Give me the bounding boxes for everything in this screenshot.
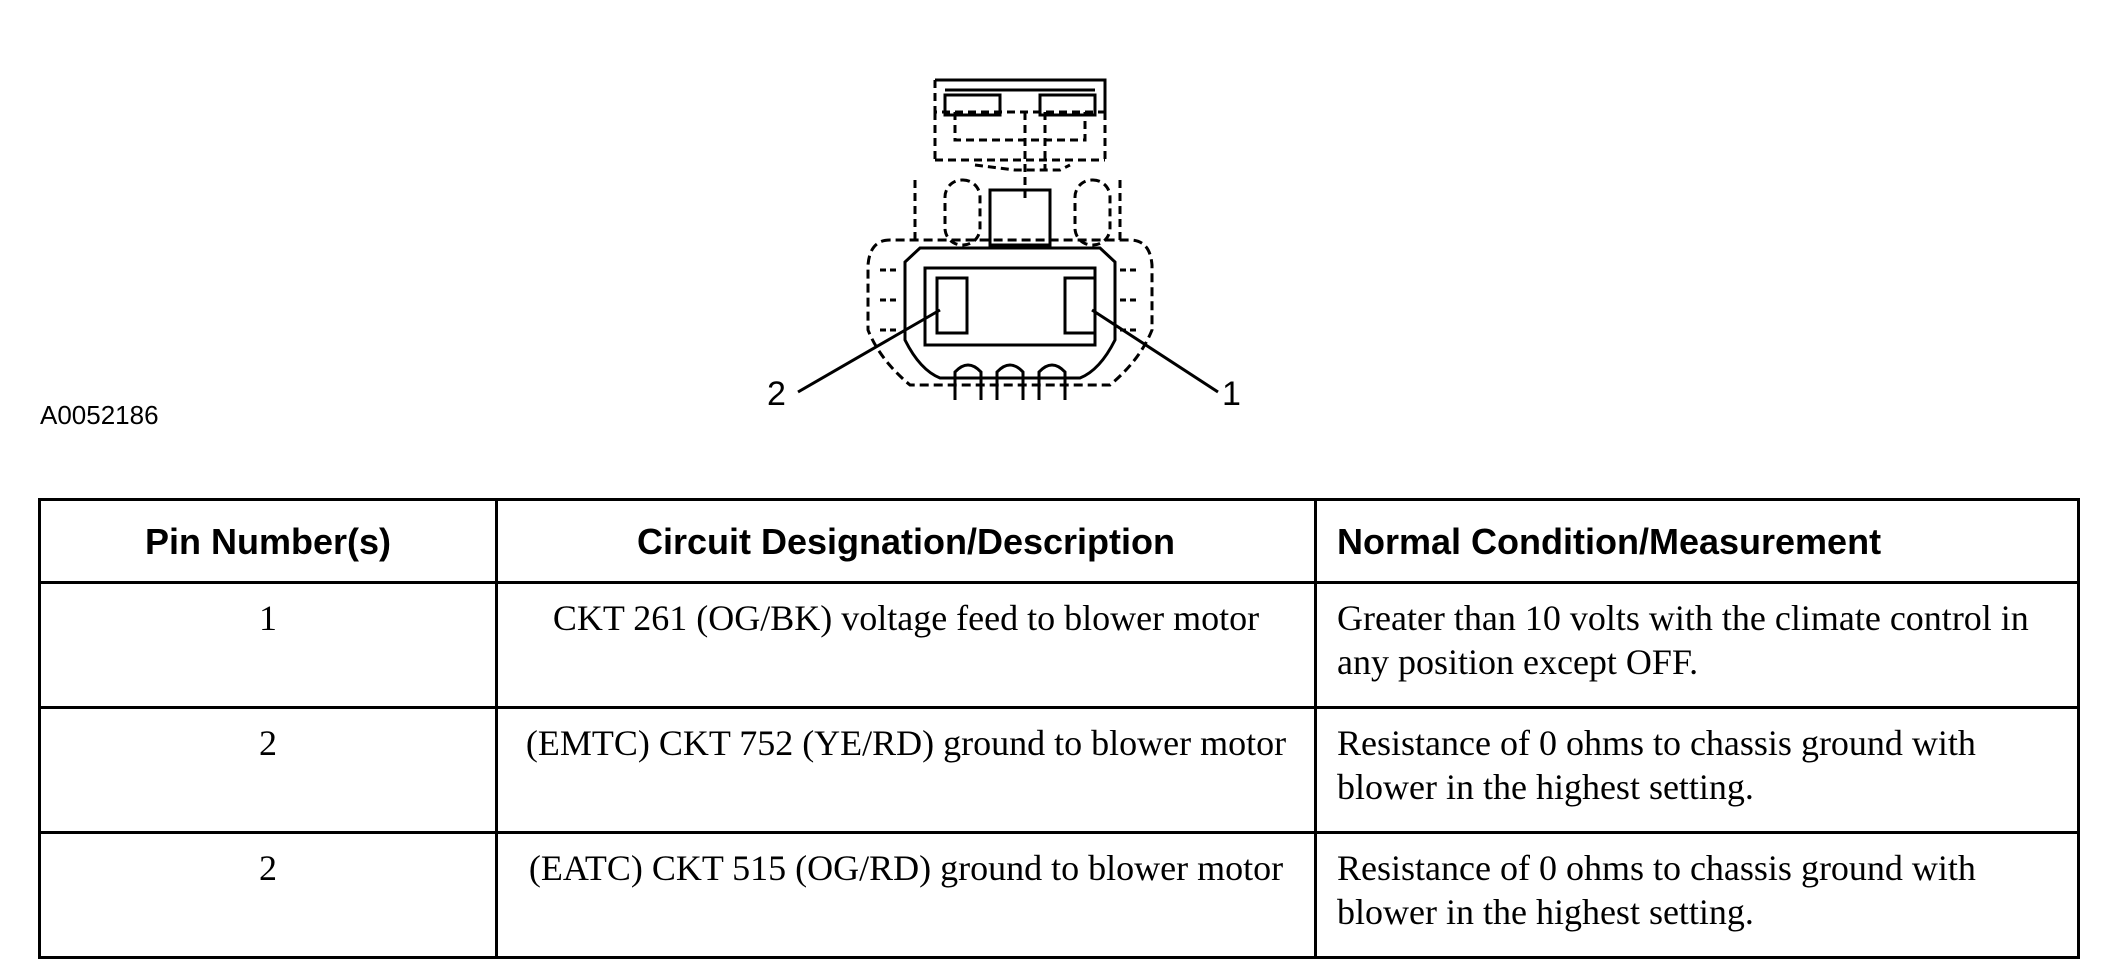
terminal-pin-2 (935, 276, 969, 335)
table-header-row: Pin Number(s) Circuit Designation/Descri… (38, 498, 2080, 584)
cell-condition: Resistance of 0 ohms to chassis ground w… (1314, 831, 2080, 959)
header-pin-numbers: Pin Number(s) (38, 498, 498, 584)
connector-latch (933, 78, 1107, 200)
cell-circuit: (EMTC) CKT 752 (YE/RD) ground to blower … (495, 706, 1317, 834)
cell-pin: 2 (38, 831, 498, 959)
cell-condition: Greater than 10 volts with the climate c… (1314, 581, 2080, 709)
header-normal-condition: Normal Condition/Measurement (1314, 498, 2080, 584)
callout-pin-2: 2 (767, 375, 786, 413)
callout-pin-1: 1 (1222, 375, 1241, 413)
connector-diagram (797, 78, 1219, 400)
leader-line-pin-1 (1091, 308, 1219, 394)
table-row: 1 CKT 261 (OG/BK) voltage feed to blower… (38, 581, 2080, 709)
table-row: 2 (EMTC) CKT 752 (YE/RD) ground to blowe… (38, 706, 2080, 834)
connector-figure: 2 1 A0052186 (0, 0, 2118, 460)
header-circuit-description: Circuit Designation/Description (495, 498, 1317, 584)
cell-pin: 1 (38, 581, 498, 709)
connector-lock-tabs (913, 178, 1122, 247)
cell-pin: 2 (38, 706, 498, 834)
connector-body (866, 238, 1154, 400)
cell-condition: Resistance of 0 ohms to chassis ground w… (1314, 706, 2080, 834)
cell-circuit: CKT 261 (OG/BK) voltage feed to blower m… (495, 581, 1317, 709)
leader-line-pin-2 (797, 308, 941, 394)
terminal-pin-1 (1063, 276, 1097, 335)
cell-circuit: (EATC) CKT 515 (OG/RD) ground to blower … (495, 831, 1317, 959)
figure-id: A0052186 (40, 400, 159, 430)
pin-specification-table: Pin Number(s) Circuit Designation/Descri… (38, 498, 2080, 959)
table-row: 2 (EATC) CKT 515 (OG/RD) ground to blowe… (38, 831, 2080, 959)
